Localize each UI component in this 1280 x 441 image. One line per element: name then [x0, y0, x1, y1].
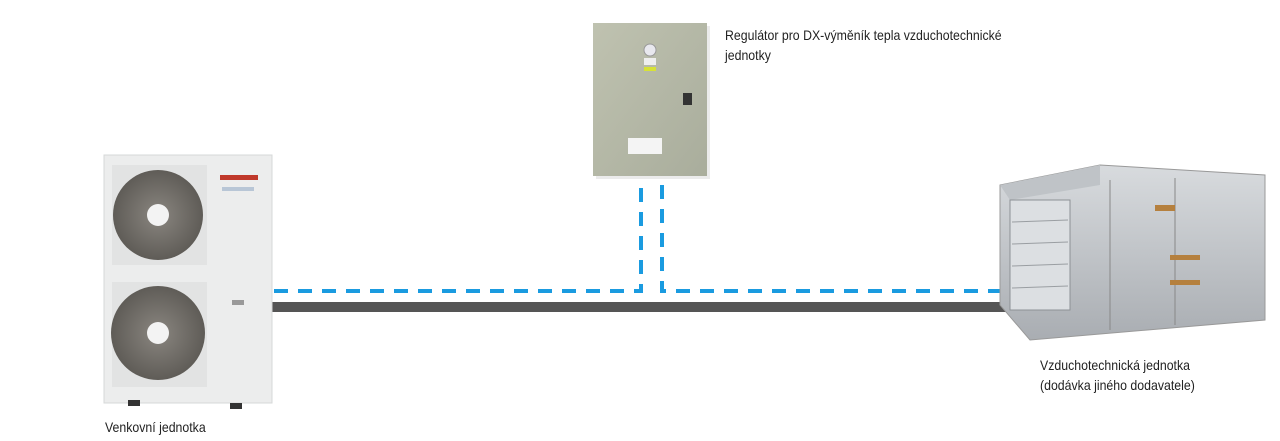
regulator-box	[593, 23, 710, 179]
refrigerant-pipe	[272, 302, 1032, 312]
ahu-label-line1: Vzduchotechnická jednotka	[1040, 357, 1190, 373]
regulator-label-line2: jednotky	[725, 47, 771, 63]
ahu-label-line2: (dodávka jiného dodavatele)	[1040, 377, 1195, 393]
regulator-label: Regulátor pro DX-výměník tepla vzduchote…	[725, 25, 1002, 65]
brand-logo	[220, 175, 258, 180]
outdoor-unit	[103, 154, 273, 409]
ahu-label: Vzduchotechnická jednotka (dodávka jinéh…	[1040, 355, 1195, 395]
air-handling-unit	[999, 164, 1266, 341]
regulator-label-line1: Regulátor pro DX-výměník tepla vzduchote…	[725, 27, 1002, 43]
signal-wiring	[274, 185, 1000, 293]
outdoor-unit-label: Venkovní jednotka	[105, 419, 206, 435]
